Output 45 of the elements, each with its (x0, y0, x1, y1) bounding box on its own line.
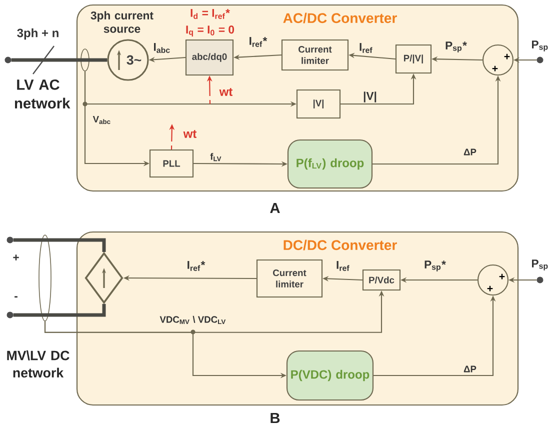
block-box: P/Vdc (362, 269, 401, 291)
node-caption: + (13, 254, 19, 260)
block-box: Current limiter (281, 39, 349, 71)
network-label: LV AC network (14, 80, 70, 109)
panel-title: AC/DC Converter (283, 12, 397, 24)
summing-junction: + + (477, 264, 509, 296)
network-label: MV\LV DC network (7, 350, 70, 378)
edge-label: I$_{ref}$* (188, 261, 206, 271)
block-box: P/|V| (395, 44, 432, 74)
droop-block: P(VDC) droop (286, 350, 374, 401)
connector (13, 238, 106, 252)
node-caption: - (14, 296, 18, 298)
node-caption: I$_{d}$ = I$_{ref}$* (190, 9, 230, 19)
connector (11, 58, 108, 62)
edge-label: I$_{ref}$ (360, 43, 372, 53)
panel-title: DC/DC Converter (284, 240, 397, 250)
edge-label: I$_{abc}$ (154, 43, 170, 53)
block-box: PLL (149, 149, 194, 178)
connector (13, 304, 106, 317)
measurement-ellipse (38, 234, 52, 322)
edge-label: I$_{ref}$* (250, 37, 268, 47)
edge-label: P$_{sp}$* (446, 42, 467, 52)
edge-label: VDC$_{MV}$ \ VDC$_{LV}$ (160, 316, 226, 324)
edge-label: ΔP (464, 148, 476, 156)
summing-junction: + + (482, 44, 514, 76)
edge-label: ΔP (464, 366, 476, 372)
block-box: |V| (296, 89, 341, 119)
droop-block: P(f$_{LV}$) droop (287, 139, 373, 189)
block-box: Current limiter (256, 259, 323, 298)
edge-label: 3ph + n (17, 28, 58, 40)
edge-label: I$_{ref}$ (336, 261, 350, 271)
edge-label: f$_{LV}$ (210, 152, 222, 162)
edge-label: wt (183, 130, 197, 138)
node-caption: 3ph current source (90, 11, 154, 33)
edge-label: P$_{sp}$* (424, 260, 446, 272)
measurement-ellipse (80, 48, 90, 72)
node-caption: P$_{sp}$ (532, 260, 548, 270)
node-caption: I$_{q}$ = I$_{0}$ = 0 (186, 26, 234, 36)
panel-letter: B (270, 412, 280, 424)
node-caption: P$_{sp}$ (532, 40, 548, 52)
edge-label: V$_{abc}$ (92, 116, 110, 124)
edge-label: |V| (364, 92, 376, 102)
block-box: abc/dq0 (185, 39, 234, 76)
panel-letter: A (270, 202, 280, 214)
edge-label: wt (219, 88, 233, 96)
